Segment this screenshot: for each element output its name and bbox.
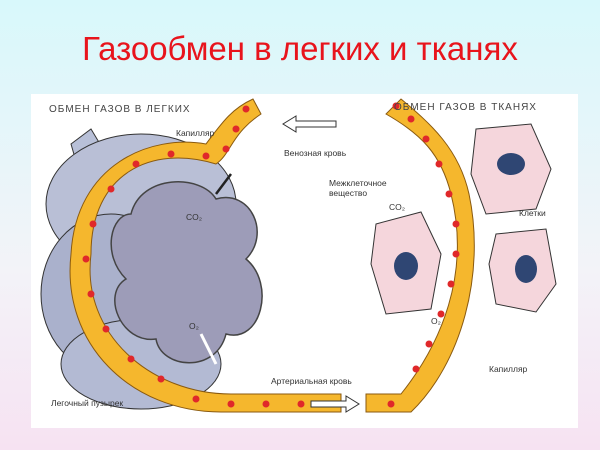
red-blood-cell [107, 185, 115, 193]
label-alveolus: Легочный пузырек [51, 398, 123, 408]
red-blood-cell [82, 255, 90, 263]
red-blood-cell [242, 105, 250, 113]
lungs-heading: ОБМЕН ГАЗОВ В ЛЕГКИХ [49, 104, 191, 115]
red-blood-cell [157, 375, 165, 383]
red-blood-cell [132, 160, 140, 168]
red-blood-cells [82, 102, 460, 408]
label-capillary-bottom: Капилляр [489, 364, 528, 374]
red-blood-cell [167, 150, 175, 158]
cell-nucleus [497, 153, 525, 175]
red-blood-cell [447, 280, 455, 288]
label-venous-blood: Венозная кровь [284, 148, 347, 158]
label-capillary: Капилляр [176, 128, 215, 138]
red-blood-cell [127, 355, 135, 363]
red-blood-cell [297, 400, 305, 408]
red-blood-cell [232, 125, 240, 133]
label-interstitial: Межклеточное [329, 178, 387, 188]
red-blood-cell [412, 365, 420, 373]
flow-arrow-right [310, 395, 360, 413]
red-blood-cell [392, 102, 400, 110]
red-blood-cell [387, 400, 395, 408]
flow-arrow-left [282, 115, 337, 133]
red-blood-cell [222, 145, 230, 153]
label-cells: Клетки [519, 208, 546, 218]
red-blood-cell [445, 190, 453, 198]
cell-nucleus [515, 255, 537, 283]
label-o2-tissue: O₂ [431, 316, 441, 326]
red-blood-cell [102, 325, 110, 333]
label-co2-lung: CO₂ [186, 212, 202, 222]
gas-exchange-diagram: ОБМЕН ГАЗОВ В ЛЕГКИХ ОБМЕН ГАЗОВ В ТКАНЯ… [31, 94, 578, 428]
lung-capillary [69, 98, 342, 413]
tissues-heading: ОБМЕН ГАЗОВ В ТКАНЯХ [394, 102, 537, 113]
red-blood-cell [202, 152, 210, 160]
red-blood-cell [227, 400, 235, 408]
o2-arrow [199, 333, 218, 365]
red-blood-cell [262, 400, 270, 408]
label-o2-lung: O₂ [189, 321, 199, 331]
red-blood-cell [452, 250, 460, 258]
tissue-capillary [365, 98, 475, 413]
co2-arrow [215, 173, 232, 195]
red-blood-cell [89, 220, 97, 228]
red-blood-cell [452, 220, 460, 228]
red-blood-cell [437, 310, 445, 318]
label-arterial-blood: Артериальная кровь [271, 376, 352, 386]
red-blood-cell [435, 160, 443, 168]
label-co2-tissue: CO₂ [389, 202, 405, 212]
red-blood-cell [425, 340, 433, 348]
red-blood-cell [422, 135, 430, 143]
red-blood-cell [407, 115, 415, 123]
alveolus [110, 181, 263, 364]
cell-nucleus [394, 252, 418, 280]
red-blood-cell [192, 395, 200, 403]
red-blood-cell [87, 290, 95, 298]
label-interstitial-2: вещество [329, 188, 367, 198]
slide-title: Газообмен в легких и тканях [82, 30, 518, 67]
